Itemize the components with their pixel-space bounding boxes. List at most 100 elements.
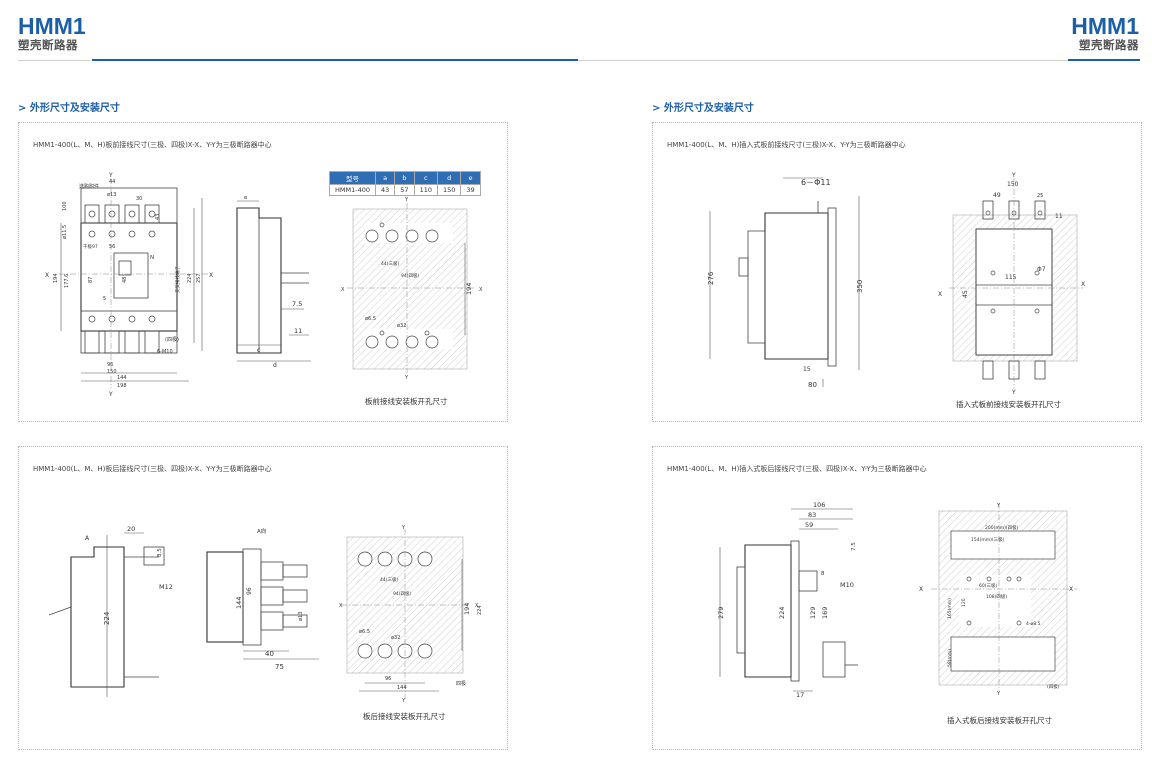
dim-holes: 4-ø8.5: [1026, 621, 1041, 627]
label-y: Y: [404, 375, 409, 381]
dim-200-four-pole: 200(mm)(四极): [985, 524, 1019, 531]
spec-table: 型号 a b c d e HMM1-400 43 57 110 150 39: [329, 171, 481, 196]
product-subtitle: 塑壳断路器: [18, 38, 78, 52]
table-cell: 150: [436, 184, 462, 196]
panel-title: HMM1-400(L、M、H)板后接线尺寸(三极、四极)X-X、Y-Y为三极断路…: [33, 465, 272, 473]
dim-40: 40: [265, 650, 274, 658]
dim-d: d: [273, 362, 277, 369]
panel-caption: 插入式板前接线安装板开孔尺寸: [956, 400, 1061, 409]
label-x: X: [475, 603, 479, 609]
label-y: Y: [996, 503, 1001, 509]
dim-177-6: 177.6: [64, 274, 70, 288]
label-x: X: [209, 272, 213, 279]
panel-caption: 板后接线安装板开孔尺寸: [363, 712, 446, 721]
dim-194: 194: [463, 603, 471, 615]
dim-8-5: 8.5: [157, 548, 163, 557]
dim-154-three-pole: 154(mm)(三极): [971, 536, 1005, 543]
dim-48: 48: [122, 277, 128, 283]
dim-75: 75: [275, 663, 284, 671]
dim-44-three-pole: 44(三极): [381, 260, 399, 267]
dim-43: 43: [155, 214, 161, 220]
panel-plugin-rear: HMM1-400(L、M、H)插入式板后接线尺寸(三极、四极)X-X、Y-Y为三…: [652, 446, 1142, 750]
dim-20: 20: [127, 525, 135, 533]
section-title-left: > 外形尺寸及安装尺寸: [18, 103, 120, 114]
dim-58: 58(mm): [947, 649, 953, 667]
label-ad: 千极97: [83, 243, 98, 250]
technical-drawing: 6－Φ11 276 350 15 80 Y Y X X 150 49 25 11…: [707, 172, 1085, 396]
dim-150: 150: [1007, 181, 1019, 188]
dim-150: 150: [107, 369, 117, 375]
dim-108-four-pole: 108(四极): [986, 593, 1007, 600]
header-rule: [578, 60, 1068, 61]
dim-129: 129: [809, 607, 817, 619]
model-name: HMM1: [1071, 13, 1139, 39]
dim-c: c: [257, 347, 260, 354]
dim-11: 11: [1055, 213, 1063, 220]
dim-49: 49: [993, 192, 1001, 199]
dim-276: 276: [707, 271, 715, 285]
label-y: Y: [996, 691, 1001, 697]
dim-96: 96: [107, 362, 113, 368]
dim-8: 8: [821, 571, 825, 577]
front-view: [59, 178, 209, 388]
dim-d32: ø32: [391, 635, 400, 641]
dim-80: 80: [808, 381, 817, 389]
brand-right: HMM1 塑壳断路器: [1071, 14, 1139, 53]
table-cell: 43: [374, 184, 396, 196]
dim-224: 224: [103, 611, 111, 625]
table-header: a: [374, 171, 396, 185]
dim-17: 17: [796, 691, 804, 699]
dim-44-three-pole: 44(三极): [380, 576, 398, 583]
dim-96: 96: [385, 676, 391, 682]
label-n: N: [150, 255, 154, 261]
dim-56: 56: [109, 244, 115, 250]
dim-144: 144: [397, 685, 407, 691]
dim-d13: ø13: [298, 612, 304, 621]
dim-5: 5: [103, 296, 106, 302]
label-y: Y: [108, 172, 113, 179]
dim-96: 96: [246, 587, 253, 595]
dim-m12: M12: [159, 583, 173, 591]
panel-caption: 插入式板后接线安装板开孔尺寸: [947, 716, 1052, 725]
header-accent-right: [1068, 59, 1140, 61]
technical-drawing: Y Y X X N 选购附件 ø13 44 30 43 100 ø11.5 19…: [45, 172, 483, 398]
technical-drawing: 106 83 59 7.5 8 M10 279 224 129 169 17 Y…: [717, 501, 1077, 699]
label-four-pole: (四极): [165, 336, 179, 343]
dim-224: 224: [477, 605, 483, 615]
brand-left: HMM1 塑壳断路器: [18, 14, 86, 53]
dim-45: 45: [962, 290, 969, 298]
dim-59: 59: [805, 521, 813, 529]
dim-25: 25: [1037, 193, 1043, 199]
technical-drawing: A 20 8.5 M12 224 A向 144 96 ø13 40 75: [48, 525, 483, 704]
dim-phi7: Φ7: [1037, 266, 1046, 273]
model-name: HMM1: [18, 13, 86, 39]
dim-94-four-pole: 94(四极): [401, 272, 419, 279]
label-y: Y: [404, 197, 409, 203]
label-view-a: A向: [257, 527, 266, 535]
dim-94-four-pole: 94(四极): [393, 590, 411, 597]
dim-m10: 6-M10: [157, 349, 173, 355]
label-x: X: [1069, 586, 1073, 593]
panel-title: HMM1-400(L、M、H)板前接线尺寸(三极、四极)X-X、Y-Y为三极断路…: [33, 141, 272, 149]
mounting-cutout: [347, 203, 474, 373]
label-x: X: [1081, 281, 1085, 288]
side-view: [709, 177, 860, 387]
dim-m10: M10: [840, 581, 854, 589]
panel-rear-wiring: HMM1-400(L、M、H)板后接线尺寸(三极、四极)X-X、Y-Y为三极断路…: [18, 446, 508, 750]
panel-title: HMM1-400(L、M、H)插入式板后接线尺寸(三极、四极)X-X、Y-Y为三…: [667, 465, 927, 473]
dim-165: 165(mm): [947, 598, 953, 619]
dim-11: 11: [294, 327, 302, 335]
panel-title: HMM1-400(L、M、H)插入式板前接线尺寸(三极)X-X、Y-Y为三极断路…: [667, 141, 906, 149]
label-four-pole: 四极: [456, 680, 466, 687]
label-x: X: [919, 586, 923, 593]
label-accessory: 选购附件: [79, 183, 99, 190]
dim-144: 144: [235, 597, 243, 609]
mounting-cutout: [949, 178, 1083, 389]
side-view: [719, 508, 858, 692]
label-y: Y: [1011, 389, 1016, 396]
label-x: X: [45, 272, 49, 279]
dim-224: 224: [187, 273, 193, 283]
table-header: e: [460, 171, 481, 185]
dim-60-three-pole: 60(三极): [979, 582, 997, 589]
mounting-cutout: [341, 529, 469, 699]
